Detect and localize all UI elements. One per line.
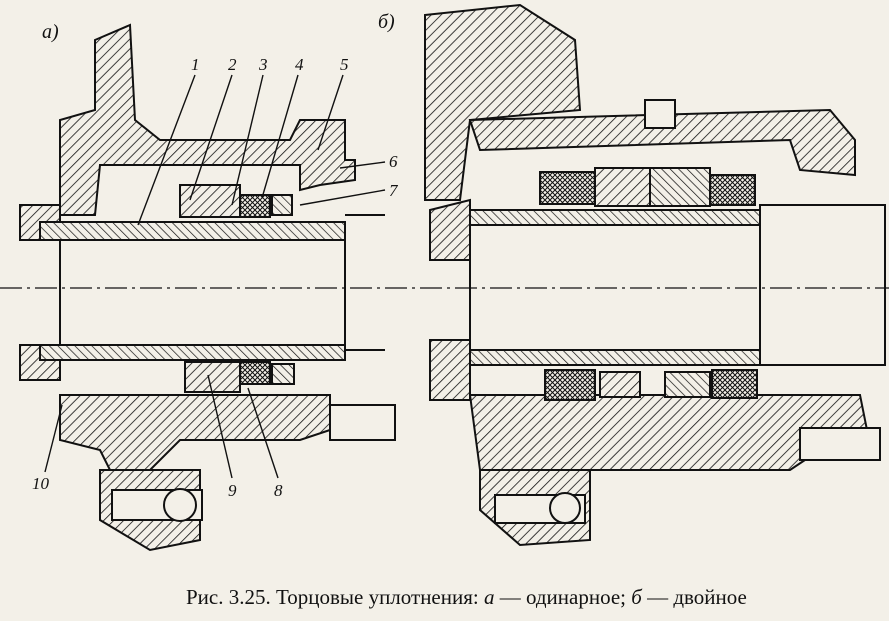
caption-letter-b: б	[631, 585, 642, 609]
caption-prefix: Рис. 3.25. Торцовые уплотнения:	[186, 585, 484, 609]
callout-8: 8	[274, 481, 283, 500]
panel-a-drawing	[19, 23, 396, 552]
caption-letter-a: а	[483, 585, 495, 609]
callout-2: 2	[228, 55, 237, 74]
callout-6: 6	[389, 152, 398, 171]
figure-caption: Рис. 3.25. Торцовые уплотнения: а — один…	[186, 585, 886, 610]
callout-5: 5	[340, 55, 349, 74]
callout-7: 7	[389, 181, 399, 200]
callout-9: 9	[228, 481, 237, 500]
callout-10: 10	[32, 474, 50, 493]
panel-b-label: б)	[378, 11, 395, 33]
callout-leaders	[44, 74, 386, 479]
callout-3: 3	[258, 55, 268, 74]
callout-4: 4	[295, 55, 304, 74]
seal-drawing: а) б) 1 2 3 4 5 6 7 8 9 10	[0, 3, 889, 552]
panel-b-drawing	[424, 3, 886, 547]
caption-part-a: — одинарное;	[494, 585, 632, 609]
caption-part-b: — двойное	[641, 585, 747, 609]
panel-a-label: а)	[42, 21, 59, 43]
callout-1: 1	[191, 55, 200, 74]
